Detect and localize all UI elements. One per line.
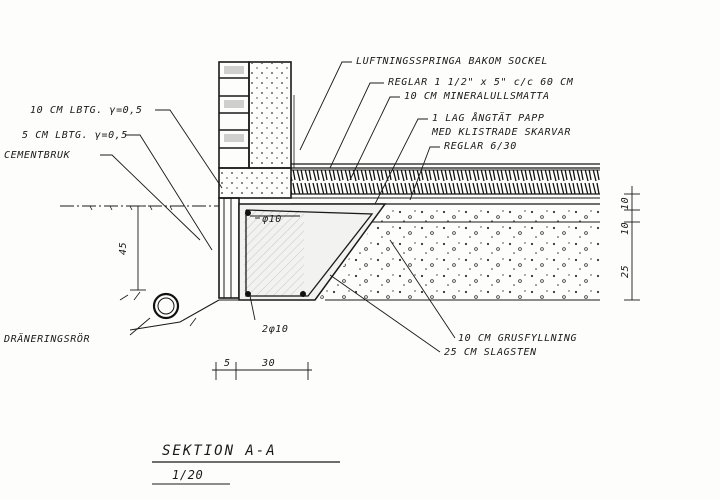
label-paper-1: 1 LAG ÅNGTÄT PAPP <box>432 111 545 124</box>
label-mineral-wool: 10 CM MINERALULLSMATTA <box>404 91 550 102</box>
label-air-gap: LUFTNINGSSPRINGA BAKOM SOCKEL <box>356 56 548 67</box>
batten-layer <box>291 197 600 205</box>
dim-25: 25 <box>620 265 631 278</box>
drawing-scale: 1/20 <box>172 468 203 482</box>
label-drain-pipe: DRÄNERINGSRÖR <box>3 332 90 345</box>
floor-boards <box>291 163 600 169</box>
brick-wall <box>218 61 250 169</box>
concrete-footing <box>238 203 387 301</box>
label-rebar-bottom: 2φ10 <box>262 324 288 335</box>
label-rebar-top: φ10 <box>262 214 282 225</box>
label-slag-stone: 25 CM SLAGSTEN <box>444 347 537 358</box>
drain-pipe <box>152 292 180 320</box>
mineral-wool-layer <box>291 169 600 195</box>
label-joists: REGLAR 1 1/2" x 5" c/c 60 CM <box>388 77 574 88</box>
leader-lines <box>100 61 456 353</box>
dim-10a: 10 <box>620 197 631 210</box>
dim-10b: 10 <box>620 222 631 235</box>
dimension-lines <box>130 186 640 380</box>
drawing-title: SEKTION A-A <box>162 443 277 459</box>
label-lbtg-10: 10 CM LBTG. γ=0,5 <box>30 105 143 116</box>
lightweight-concrete-wall <box>248 61 292 169</box>
dim-45: 45 <box>118 242 129 255</box>
rebar-top <box>245 210 306 297</box>
label-battens: REGLAR 6/30 <box>444 141 517 152</box>
dim-30: 30 <box>261 358 275 369</box>
ground-line <box>60 205 239 331</box>
gravel-fill <box>318 210 600 301</box>
label-cement-mortar: CEMENTBRUK <box>4 150 71 161</box>
dim-5: 5 <box>224 358 231 369</box>
label-paper-2: MED KLISTRADE SKARVAR <box>431 127 571 138</box>
label-gravel-fill: 10 CM GRUSFYLLNING <box>458 333 577 344</box>
label-lbtg-5: 5 CM LBTG. γ=0,5 <box>22 130 128 141</box>
